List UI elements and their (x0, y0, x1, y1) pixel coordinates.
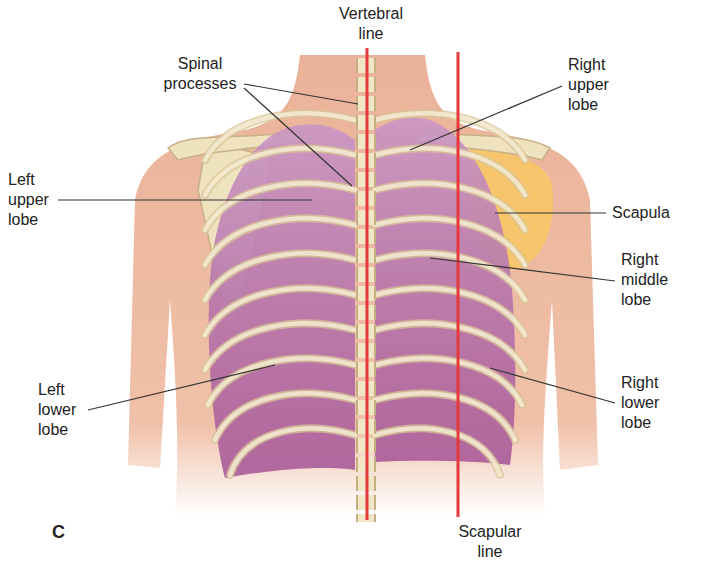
scapular-line (457, 52, 460, 517)
lung (209, 124, 355, 478)
label-holder: Left lower lobe (38, 380, 76, 440)
part-label: Left lower lobe (38, 380, 76, 440)
label-holder: Right lower lobe (621, 373, 659, 433)
vertebral-line (366, 48, 369, 520)
label-holder: Vertebral line (339, 4, 403, 44)
part-label: Left upper lobe (8, 170, 49, 230)
label-holder: Spinal processes (164, 54, 237, 94)
leader-lines (58, 84, 615, 410)
label-holder: Right middle lobe (621, 250, 668, 310)
part-label: Right lower lobe (621, 373, 659, 433)
line-label: Scapular line (458, 522, 521, 562)
label-holder: Left upper lobe (8, 170, 49, 230)
part-label: Right middle lobe (621, 250, 668, 310)
label-holder: Right upper lobe (568, 55, 609, 115)
label-holder: Scapular line (458, 522, 521, 562)
label-holder: Scapula (612, 203, 670, 223)
part-label: Right upper lobe (568, 55, 609, 115)
part-label: Spinal processes (164, 54, 237, 94)
part-label: Scapula (612, 203, 670, 223)
figure-letter: C (52, 522, 65, 542)
line-label: Vertebral line (339, 4, 403, 44)
label-holder: C (52, 522, 65, 542)
